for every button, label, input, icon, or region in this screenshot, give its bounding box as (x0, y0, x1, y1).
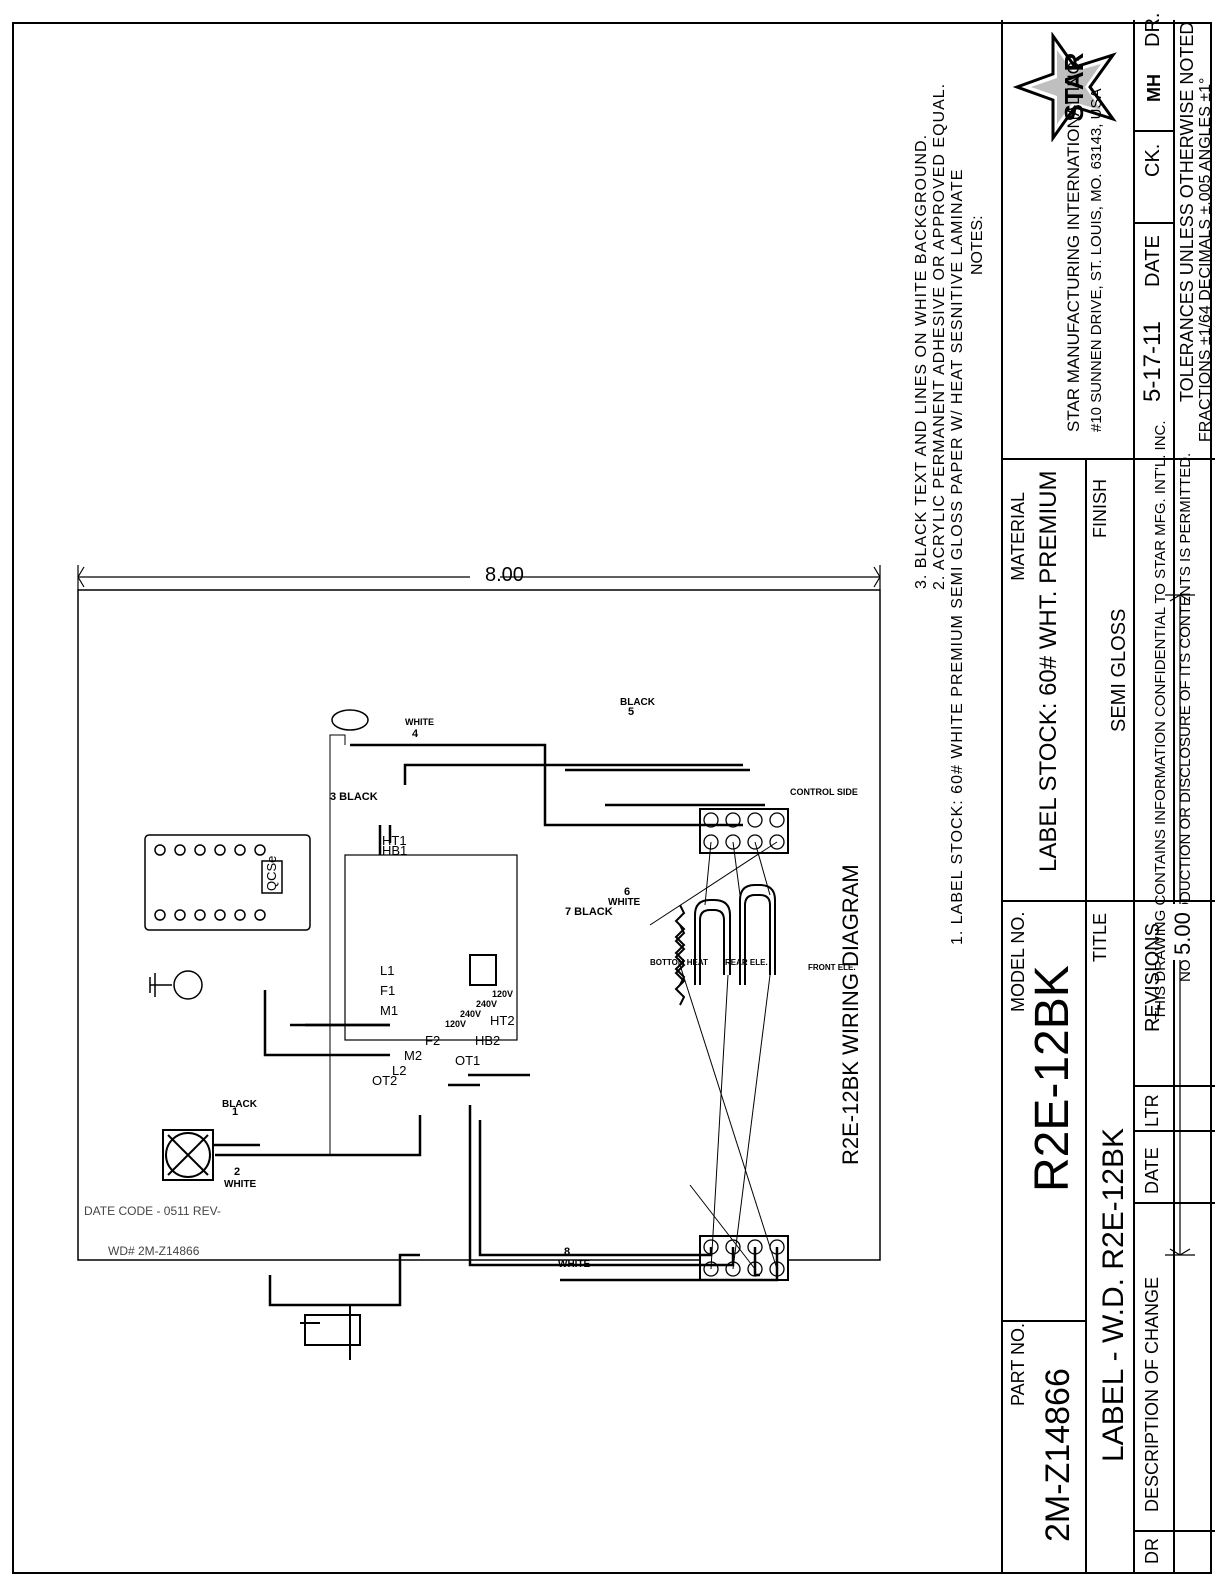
wire-8-number: 8 (564, 1246, 570, 1258)
rear-ele-label: REAR ELE. (725, 958, 768, 967)
term-l1: L1 (380, 963, 394, 978)
wire-4-number: 4 (412, 728, 419, 740)
term-hb1: HB1 (382, 843, 407, 858)
bottom-heat-label: BOTTOM HEAT (650, 958, 708, 967)
thin-wires (329, 734, 778, 1270)
outlet (149, 970, 203, 1000)
wire-1-number: 1 (232, 1106, 238, 1118)
volt-120a: 120V (492, 989, 513, 999)
term-m1: M1 (380, 1003, 398, 1018)
term-ot2: OT2 (372, 1073, 397, 1088)
drawing-sheet (12, 22, 1212, 1574)
date-code: DATE CODE - 0511 REV- (84, 1204, 221, 1218)
label-border (77, 589, 881, 1261)
front-ele-label: FRONT ELE. (808, 963, 856, 972)
term-hb2: HB2 (475, 1033, 500, 1048)
logo-text: STAR (1059, 52, 1089, 121)
term-m2: M2 (404, 1048, 422, 1063)
wire-5-color: BLACK (620, 697, 656, 708)
dim-width-text: 8.00 (485, 564, 524, 586)
heating-elements (674, 884, 776, 1006)
star-logo: STAR (1012, 31, 1133, 143)
wire-2-number: 2 (234, 1166, 240, 1178)
wire-6-number: 6 (624, 886, 630, 898)
display-window (469, 954, 497, 986)
term-ht2: HT2 (490, 1013, 515, 1028)
wd-number: WD# 2M-Z14866 (108, 1244, 200, 1258)
wire-1-color: BLACK (222, 1099, 258, 1110)
qcse-label: QCSe (264, 856, 279, 891)
thermostat (300, 1305, 361, 1360)
wire-7-label: 7 BLACK (565, 906, 613, 918)
terminal-block-bottom (699, 1235, 789, 1281)
term-f1: F1 (380, 983, 395, 998)
wire-2-color: WHITE (224, 1179, 257, 1190)
wire-8-color: WHITE (558, 1259, 591, 1270)
wires (213, 743, 779, 1307)
wire-5-number: 5 (628, 706, 634, 718)
qcse-module (144, 834, 311, 931)
wire-3-label: 3 BLACK (330, 791, 378, 803)
label-title: R2E-12BK WIRING DIAGRAM (838, 864, 863, 1165)
volt-240a: 240V (476, 999, 497, 1009)
term-l2: L2 (392, 1063, 406, 1078)
control-board (344, 854, 518, 1041)
volt-120b: 120V (445, 1019, 466, 1029)
dim-height-text: 5.00 (1170, 912, 1195, 955)
term-ot1: OT1 (455, 1053, 480, 1068)
terminal-block-top (699, 808, 789, 854)
wire-6-color: WHITE (608, 897, 641, 908)
wire-4-color: WHITE (405, 717, 434, 727)
term-f2: F2 (425, 1033, 440, 1048)
term-ht1: HT1 (382, 833, 407, 848)
fan-motor (162, 1129, 214, 1181)
high-limit (331, 709, 369, 731)
title-block: STAR STAR MANUFACTURING INTERNATIONAL IN… (1001, 13, 1215, 1572)
control-side-label: CONTROL SIDE (790, 787, 858, 797)
volt-240b: 240V (460, 1009, 481, 1019)
